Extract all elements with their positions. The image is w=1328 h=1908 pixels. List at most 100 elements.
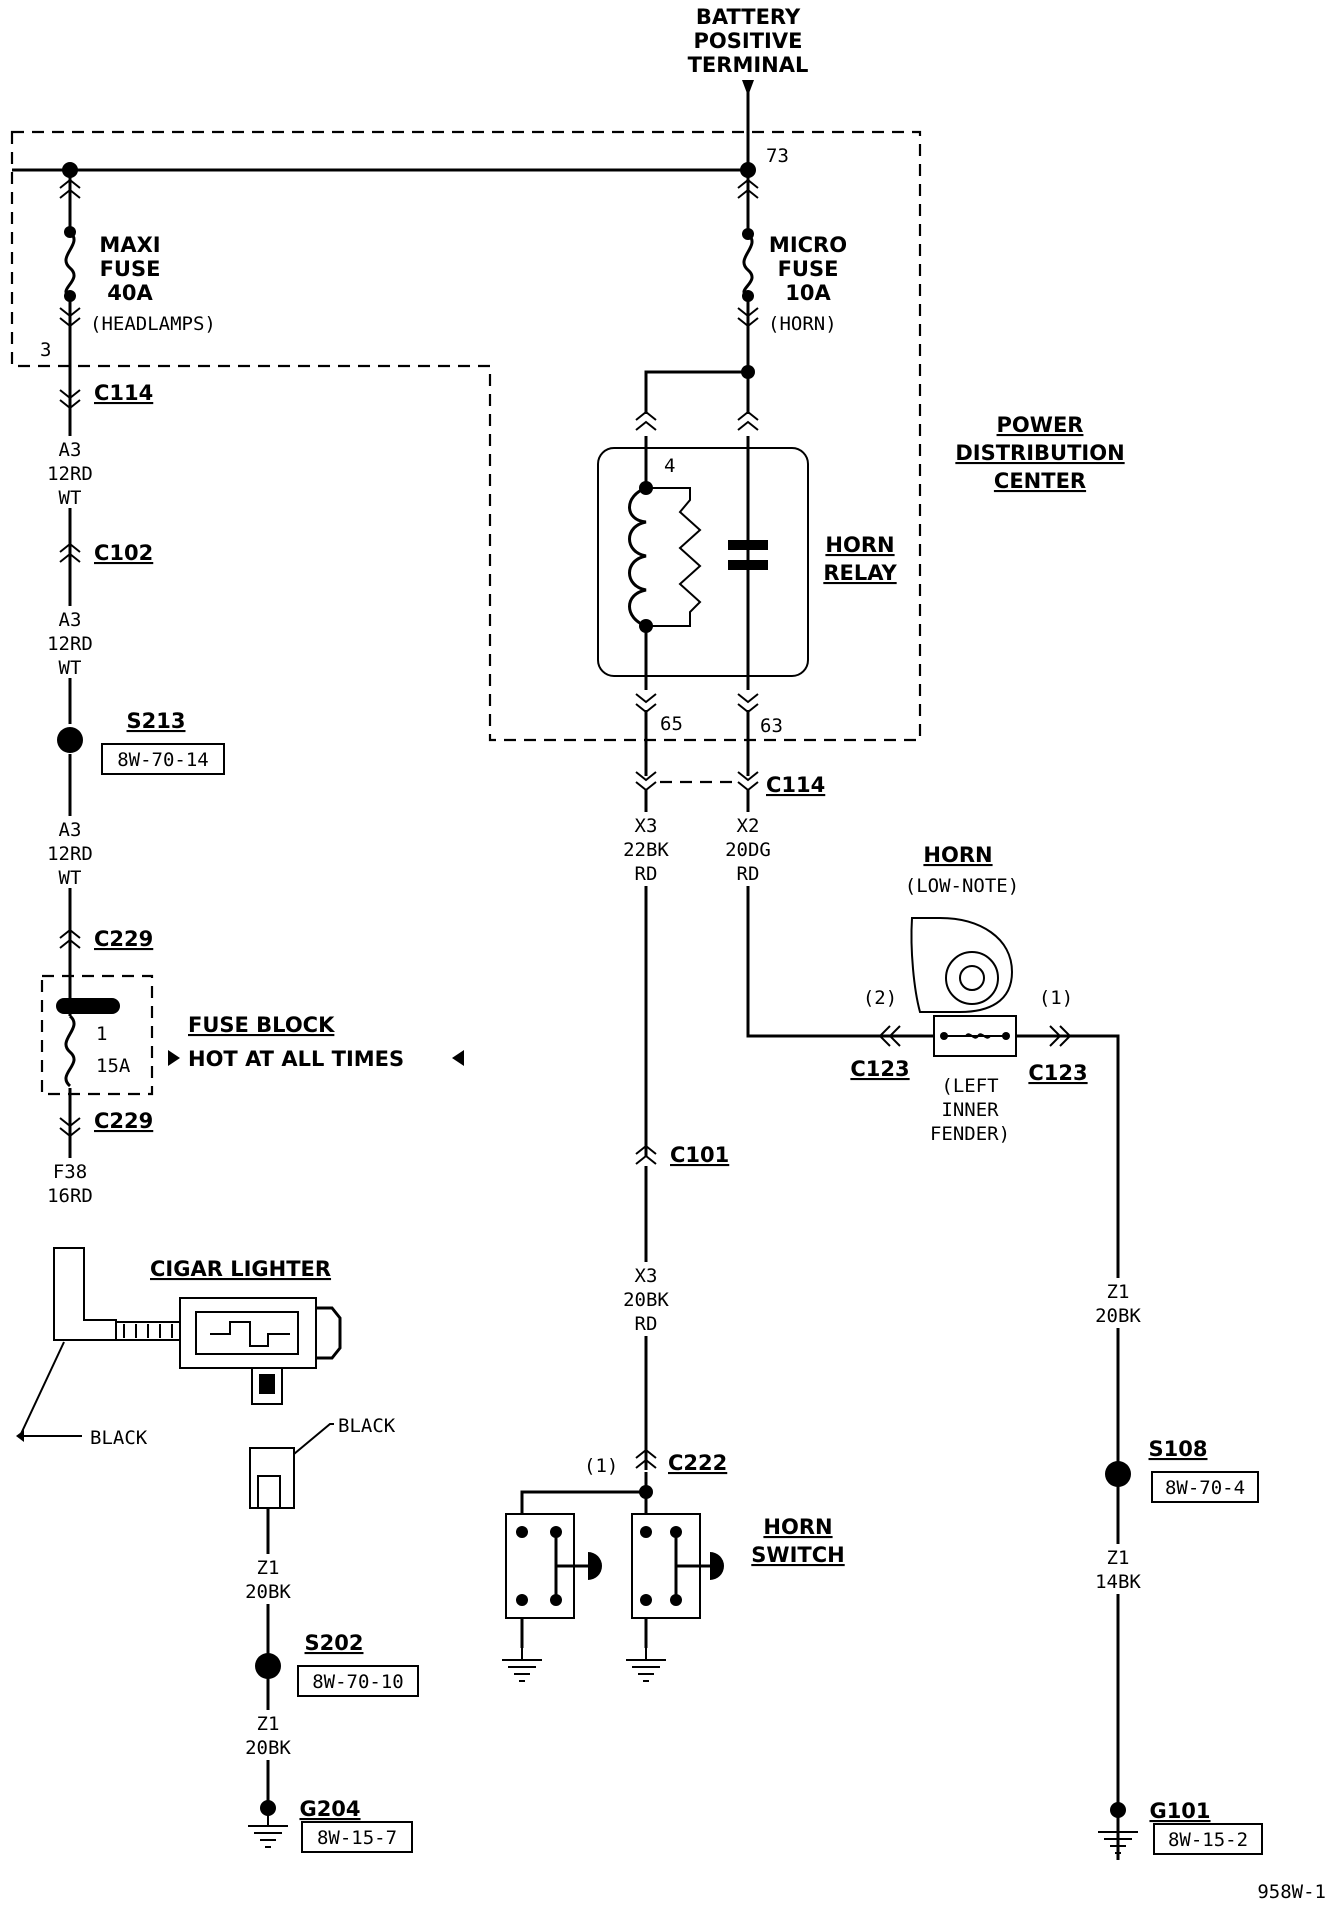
- lighter-element: [195, 1311, 299, 1355]
- micro-fuse-label-3: 10A: [785, 281, 831, 305]
- s202-ref-box: [297, 1665, 419, 1697]
- z1-horn-label-bg-1: [1088, 1278, 1148, 1328]
- fuse-block-hot: HOT AT ALL TIMES: [188, 1047, 404, 1071]
- horn-location-1: (LEFT: [941, 1075, 998, 1097]
- black-leader-2: [293, 1423, 334, 1455]
- z1-horn-2-line1: Z1: [1107, 1547, 1130, 1569]
- pdc-cavity-3: 3: [40, 339, 51, 361]
- horn-switch-left[interactable]: [505, 1513, 602, 1648]
- ground-connector-body: [249, 1447, 295, 1509]
- horn-body[interactable]: [910, 917, 1014, 1013]
- horn-connector-pin1: [1002, 1032, 1010, 1040]
- battery-arrow: [742, 80, 754, 96]
- g101-ref-box: [1153, 1823, 1263, 1855]
- lighter-plug: [115, 1321, 185, 1341]
- micro-fuse-label-2: FUSE: [778, 257, 839, 281]
- s202-label: S202: [305, 1631, 364, 1655]
- c114-left-label: C114: [94, 381, 153, 405]
- maxi-fuse-label-2: FUSE: [100, 257, 161, 281]
- micro-fuse-terminal-bottom: [742, 290, 754, 302]
- a3-wire-2-line2: 12RD: [47, 633, 93, 655]
- x2-line2: 20DG: [725, 839, 771, 861]
- a3-wire-3-line3: WT: [59, 867, 82, 889]
- c102-label: C102: [94, 541, 153, 565]
- a3-label-bg-3: [50, 816, 90, 888]
- a3-wire-3-line2: 12RD: [47, 843, 93, 865]
- horn-relay-body[interactable]: [597, 447, 809, 677]
- z1-horn-ground-wire: [1016, 1034, 1120, 1860]
- horn-pin-2: (2): [863, 987, 897, 1009]
- s213-splice: [57, 727, 83, 753]
- c123-right-connector: [1049, 1025, 1072, 1047]
- z1-horn-1-line2: 20BK: [1095, 1305, 1141, 1327]
- relay-coil: [628, 486, 647, 628]
- x3-22-line3: RD: [635, 863, 658, 885]
- a3-wire-2-line3: WT: [59, 657, 82, 679]
- hot-left-arrow: [168, 1050, 180, 1066]
- s202-splice: [255, 1653, 281, 1679]
- black-leader-1-tick: [16, 1430, 24, 1442]
- a3-wire-1-line1: A3: [59, 439, 82, 461]
- battery-label-line1: BATTERY: [696, 5, 801, 29]
- pdc-label-line1: POWER: [997, 413, 1084, 437]
- micro-fuse-label-1: MICRO: [769, 233, 847, 257]
- horn-pin-1: (1): [1039, 987, 1073, 1009]
- s108-ref: 8W-70-4: [1165, 1477, 1245, 1499]
- horn-relay-label-2: RELAY: [823, 561, 897, 585]
- relay-pin63-connector: [737, 693, 759, 713]
- a3-wire-1-line2: 12RD: [47, 463, 93, 485]
- x3-20-line1: X3: [635, 1265, 658, 1287]
- relay-output-wires: [644, 710, 750, 776]
- fuse-block-outline: [40, 974, 154, 1096]
- horn-location-2: INNER: [941, 1099, 999, 1121]
- z1-lighter-2-line2: 20BK: [245, 1737, 291, 1759]
- c114-right-label: C114: [766, 773, 825, 797]
- z1-horn-2-line2: 14BK: [1095, 1571, 1141, 1593]
- fuse-block-number: 1: [96, 1023, 107, 1045]
- f38-label-bg: [40, 1158, 100, 1206]
- s108-splice: [1105, 1461, 1131, 1487]
- z1-lighter-2-line1: Z1: [257, 1713, 280, 1735]
- g204-ref-box: [301, 1821, 413, 1853]
- maxi-fuse-label-1: MAXI: [99, 233, 160, 257]
- x2-label-bg: [716, 812, 780, 886]
- relay-feed-splice: [741, 365, 755, 379]
- x3-20-line3: RD: [635, 1313, 658, 1335]
- s213-ref: 8W-70-14: [117, 749, 209, 771]
- black-label-1: BLACK: [90, 1427, 148, 1449]
- horn-relay-label-1: HORN: [825, 533, 894, 557]
- lighter-body: [179, 1297, 317, 1369]
- g101-ref: 8W-15-2: [1168, 1829, 1248, 1851]
- micro-fuse-label-4: (HORN): [768, 313, 837, 335]
- s213-label: S213: [127, 709, 186, 733]
- relay-contact-bottom: [728, 560, 768, 570]
- x3-22-line1: X3: [635, 815, 658, 837]
- horn-coil-symbol: [965, 1033, 991, 1039]
- z1-lighter-label-bg-2: [240, 1710, 296, 1760]
- hot-right-arrow: [452, 1050, 464, 1066]
- z1-horn-label-bg-2: [1088, 1544, 1148, 1594]
- c229-bottom-label: C229: [94, 1109, 153, 1133]
- f38-wire-line2: 16RD: [47, 1185, 93, 1207]
- lighter-connector-body: [53, 1247, 117, 1341]
- g204-label: G204: [299, 1797, 360, 1821]
- x3-22-line2: 22BK: [623, 839, 669, 861]
- horn-switch-right[interactable]: [631, 1513, 724, 1648]
- lighter-tab-pin: [259, 1374, 275, 1394]
- black-leader-1: [18, 1341, 82, 1437]
- fuse-block-bar: [56, 998, 120, 1014]
- fuse-15a-element: [64, 1014, 76, 1088]
- pdc-label-line3: CENTER: [994, 469, 1086, 493]
- horn-switch-label-1: HORN: [763, 1515, 832, 1539]
- z1-lighter-1-line2: 20BK: [245, 1581, 291, 1603]
- horn-switch-label-2: SWITCH: [751, 1543, 844, 1567]
- z1-lighter-1-line1: Z1: [257, 1557, 280, 1579]
- c101-label: C101: [670, 1143, 729, 1167]
- cigar-lighter-title: CIGAR LIGHTER: [150, 1257, 331, 1281]
- lighter-coil: [210, 1321, 290, 1347]
- maxi-fuse-label-4: (HEADLAMPS): [90, 313, 216, 335]
- a3-label-bg-1: [50, 436, 90, 508]
- horn-connector-pin2: [940, 1032, 948, 1040]
